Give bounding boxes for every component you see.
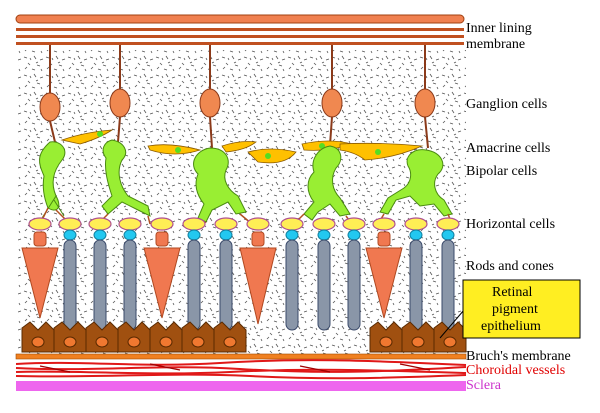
amacrine-cell bbox=[247, 148, 297, 164]
sclera bbox=[16, 381, 466, 391]
ganglion-cell bbox=[321, 88, 343, 118]
ganglion-layer bbox=[39, 45, 436, 149]
bruchs-membrane bbox=[15, 353, 467, 360]
ganglion-cell bbox=[39, 92, 61, 122]
bipolar-cell bbox=[303, 145, 351, 221]
cone bbox=[21, 231, 59, 319]
rpe-label-line3: epithelium bbox=[481, 319, 541, 334]
cone bbox=[143, 231, 181, 319]
ganglion-cell bbox=[414, 88, 436, 118]
rpe-cell bbox=[53, 321, 87, 353]
horizontal-cell bbox=[214, 217, 238, 231]
horizontal-cell bbox=[372, 217, 396, 231]
rod bbox=[409, 229, 423, 331]
rpe-cell bbox=[433, 321, 467, 353]
rpe-cell bbox=[181, 321, 215, 353]
horizontal-cell bbox=[342, 217, 366, 231]
bipolar-layer bbox=[39, 139, 453, 223]
horizontal-cell bbox=[28, 217, 52, 231]
bipolar-cell bbox=[101, 139, 151, 217]
amacrine-cell bbox=[339, 142, 424, 161]
rod bbox=[219, 229, 233, 331]
rod bbox=[123, 229, 137, 331]
rpe-callout: Retinal pigment epithelium bbox=[439, 279, 581, 339]
horizontal-cell bbox=[182, 217, 206, 231]
amacrine-cell bbox=[221, 141, 257, 153]
rod bbox=[187, 229, 201, 331]
rod bbox=[285, 229, 299, 331]
rod bbox=[317, 229, 331, 331]
ganglion-label: Ganglion cells bbox=[466, 97, 547, 112]
rod bbox=[441, 229, 455, 331]
cone bbox=[365, 231, 403, 319]
bipolar-cell bbox=[379, 149, 453, 217]
horizontal-cell bbox=[150, 217, 174, 231]
horizontal-cell bbox=[58, 217, 82, 231]
bipolar-label: Bipolar cells bbox=[466, 164, 537, 179]
bruch-label: Bruch's membrane bbox=[466, 349, 571, 364]
rod bbox=[347, 229, 361, 331]
horizontal-cell bbox=[88, 217, 112, 231]
horizontal-cell bbox=[280, 217, 304, 231]
sclera-label: Sclera bbox=[466, 378, 502, 393]
amacrine-label: Amacrine cells bbox=[466, 141, 550, 156]
rpe-layer bbox=[21, 321, 467, 353]
cone bbox=[239, 231, 277, 325]
rods-cones-label: Rods and cones bbox=[466, 259, 554, 274]
choroidal-label: Choroidal vessels bbox=[466, 363, 565, 378]
amacrine-cell bbox=[147, 144, 202, 155]
ganglion-cell bbox=[109, 88, 131, 118]
horizontal-layer bbox=[28, 217, 460, 231]
inner-lining-label-line2: membrane bbox=[466, 37, 525, 52]
rod bbox=[63, 229, 77, 331]
rpe-label-line1: Retinal bbox=[492, 285, 533, 300]
amacrine-layer bbox=[60, 129, 424, 164]
inner-lining-membrane bbox=[15, 14, 465, 45]
horizontal-cell bbox=[312, 217, 336, 231]
ganglion-cell bbox=[199, 88, 221, 118]
rpe-cell bbox=[117, 321, 151, 353]
horizontal-cell bbox=[436, 217, 460, 231]
choroidal-vessels bbox=[15, 359, 467, 380]
horizontal-cell bbox=[404, 217, 428, 231]
layer-labels: Inner lining membrane Ganglion cells Ama… bbox=[466, 21, 571, 393]
rods bbox=[63, 229, 455, 331]
rpe-label-line2: pigment bbox=[492, 302, 538, 317]
rod bbox=[93, 229, 107, 331]
bipolar-cell bbox=[193, 147, 247, 223]
cones bbox=[21, 231, 403, 325]
horizontal-cell bbox=[118, 217, 142, 231]
inner-lining-label-line1: Inner lining bbox=[466, 21, 532, 36]
horizontal-label: Horizontal cells bbox=[466, 217, 555, 232]
rpe-cell bbox=[213, 321, 247, 353]
horizontal-cell bbox=[246, 217, 270, 231]
